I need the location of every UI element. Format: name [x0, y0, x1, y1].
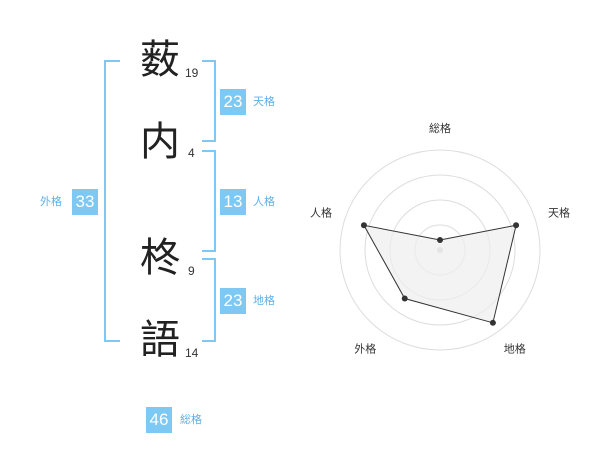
name-char-3: 柊 — [140, 235, 180, 281]
radar-axis-label: 総格 — [429, 121, 451, 135]
stroke-count-3: 9 — [188, 264, 195, 278]
jinkaku-badge: 13 — [220, 189, 246, 215]
radar-axis-label: 人格 — [310, 205, 332, 219]
radar-point-2 — [513, 222, 520, 229]
radar-ring — [339, 149, 541, 351]
tenkaku-badge: 23 — [220, 89, 246, 115]
gaikaku-bracket — [104, 60, 120, 342]
name-char-4: 語 — [140, 317, 180, 363]
jinkaku-bracket — [202, 150, 216, 252]
gaikaku-badge: 33 — [72, 189, 98, 215]
chikaku-label: 地格 — [253, 294, 275, 307]
tenkaku-bracket — [202, 60, 216, 142]
radar-point-5 — [360, 222, 367, 229]
gaikaku-label: 外格 — [40, 195, 62, 208]
chikaku-badge: 23 — [220, 288, 246, 314]
radar-point-1 — [437, 237, 443, 243]
radar-point-3 — [489, 319, 496, 326]
radar-point-4 — [401, 295, 408, 302]
tenkaku-label: 天格 — [253, 95, 275, 108]
name-char-2: 内 — [140, 119, 180, 165]
radar-axis-label: 天格 — [548, 205, 570, 219]
soukaku-label: 総格 — [180, 413, 202, 426]
radar-axis-label: 地格 — [504, 342, 526, 356]
chikaku-bracket — [202, 258, 216, 342]
radar-axis-label: 外格 — [354, 342, 376, 356]
radar-ring — [364, 174, 516, 326]
soukaku-badge: 46 — [146, 407, 172, 433]
radar-area — [362, 224, 517, 324]
jinkaku-label: 人格 — [253, 195, 275, 208]
stroke-count-2: 4 — [188, 146, 195, 160]
stroke-count-1: 19 — [185, 66, 199, 80]
stroke-count-4: 14 — [185, 346, 199, 360]
name-char-1: 薮 — [140, 37, 180, 83]
